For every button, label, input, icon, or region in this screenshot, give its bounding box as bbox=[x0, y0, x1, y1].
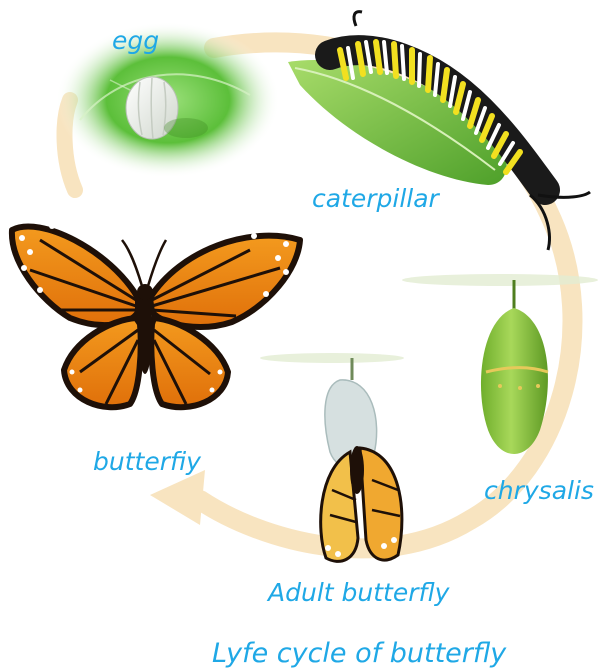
caterpillar-illustration bbox=[288, 12, 590, 250]
adult-butterfly-label: Adult butterfly bbox=[268, 580, 449, 605]
egg-illustration bbox=[56, 22, 280, 178]
chrysalis-label: chrysalis bbox=[484, 478, 594, 503]
butterfly-illustration bbox=[12, 223, 300, 407]
butterfly-label: butterfiy bbox=[93, 449, 201, 474]
egg-label: egg bbox=[112, 28, 159, 53]
caterpillar-label: caterpillar bbox=[312, 186, 439, 211]
diagram-caption: Lyfe cycle of butterfly bbox=[212, 640, 506, 667]
